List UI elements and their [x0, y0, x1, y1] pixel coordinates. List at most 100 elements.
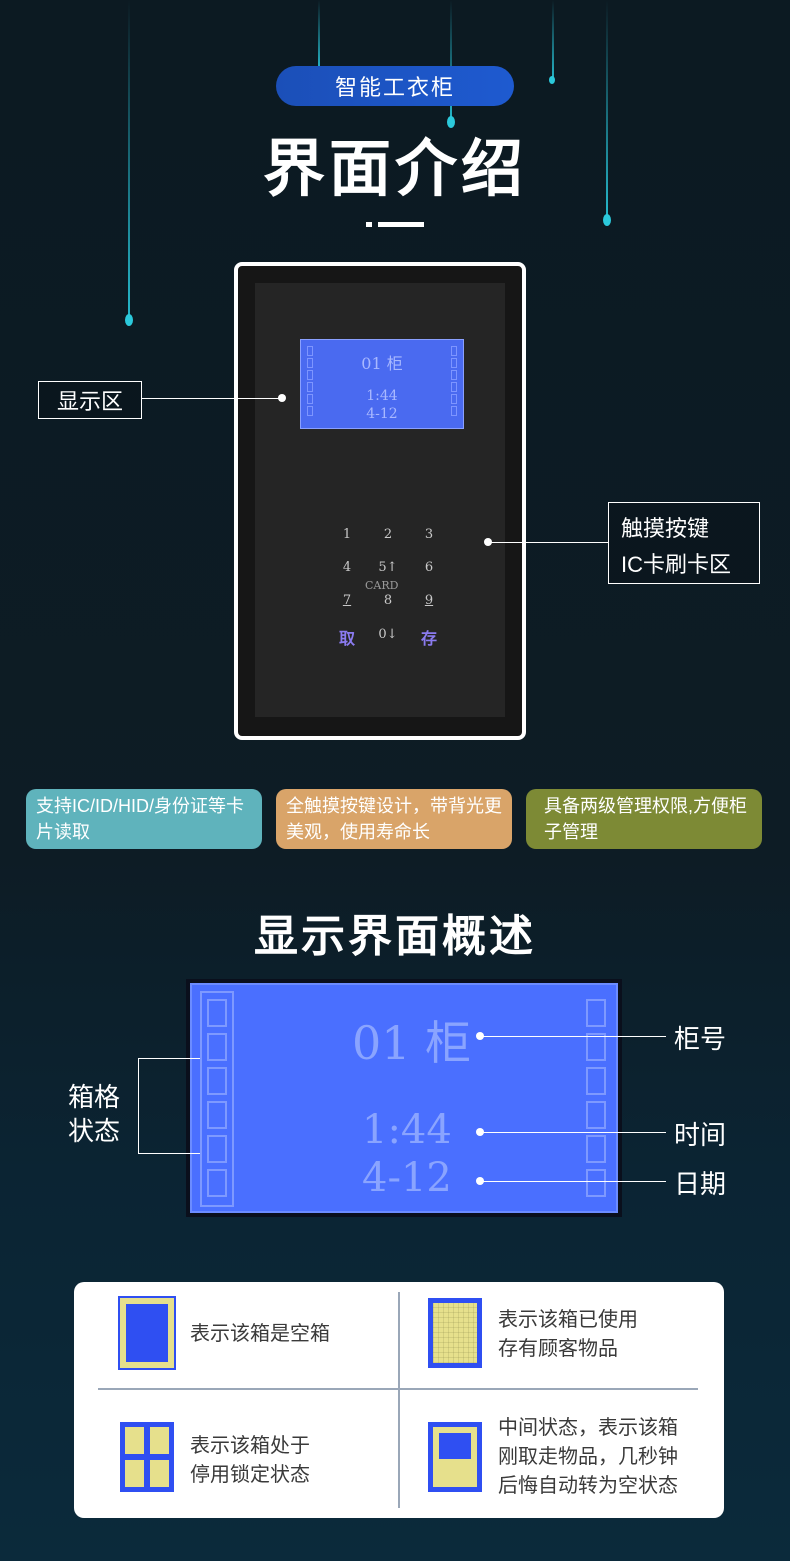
decor-drop-line: [318, 0, 320, 70]
callout-dot: [278, 394, 286, 402]
locker-device-panel: 01 柜 1:44 4-12 1 2 3 4 5↑ 6 CARD 7 8 9 取…: [234, 262, 526, 740]
legend-line: 表示该箱处于: [190, 1435, 310, 1457]
key-8[interactable]: 8: [383, 593, 393, 608]
callout-leader-line: [141, 398, 281, 399]
bracket-bottom: [138, 1153, 200, 1154]
label-box-status-line2: 状态: [68, 1116, 121, 1146]
callout-dot: [476, 1177, 484, 1185]
store-button[interactable]: 存: [420, 631, 437, 648]
legend-line: 中间状态，表示该箱: [498, 1417, 678, 1439]
box-cell-icon: [451, 406, 457, 416]
box-status-legend: 表示该箱是空箱 表示该箱已使用 存有顾客物品 表示该箱处于 停用锁定状态 中间状…: [74, 1282, 724, 1518]
callout-dot: [476, 1032, 484, 1040]
title-underline-dot: [366, 222, 372, 227]
empty-box-icon: [118, 1296, 176, 1370]
box-cell-icon: [207, 1067, 227, 1095]
card-reader-label: CARD: [365, 579, 399, 592]
box-cell-icon: [207, 1101, 227, 1129]
mini-time: 1:44: [366, 388, 398, 404]
box-cell-icon: [307, 358, 313, 368]
key-7[interactable]: 7: [342, 593, 352, 608]
box-cell-icon: [307, 394, 313, 404]
decor-drop-line: [128, 0, 130, 318]
key-4[interactable]: 4: [342, 560, 352, 575]
box-cell-icon: [307, 346, 313, 356]
locked-box-icon: [120, 1422, 174, 1492]
title-underline: [378, 222, 424, 227]
lcd-box-status-left: [207, 999, 227, 1197]
box-cell-icon: [207, 1169, 227, 1197]
legend-line: 表示该箱已使用: [498, 1309, 638, 1331]
lcd-cabinet-number: 01 柜: [352, 1016, 472, 1070]
feature-badge-touch-keys: 全触摸按键设计，带背光更美观，使用寿命长: [276, 789, 512, 849]
display-screen: 01 柜 1:44 4-12: [300, 339, 464, 429]
transition-box-icon: [428, 1422, 482, 1492]
box-cell-icon: [207, 999, 227, 1027]
legend-divider-vertical: [398, 1292, 400, 1508]
box-cell-icon: [586, 1067, 606, 1095]
feature-badge-admin-levels: 具备两级管理权限,方便柜子管理: [526, 789, 762, 849]
box-cell-icon: [451, 394, 457, 404]
legend-line: 停用锁定状态: [190, 1464, 310, 1486]
legend-line: 表示该箱是空箱: [190, 1323, 330, 1345]
mini-box-status-right: [451, 346, 457, 416]
mini-cabinet-number: 01 柜: [361, 354, 403, 373]
decor-drop-dot: [447, 116, 455, 128]
legend-divider-horizontal: [98, 1388, 698, 1390]
label-date: 日期: [674, 1169, 727, 1199]
callout-leader-line: [482, 1181, 666, 1182]
label-cabinet-number: 柜号: [674, 1024, 727, 1054]
callout-dot: [484, 538, 492, 546]
legend-text-empty: 表示该箱是空箱: [190, 1320, 330, 1349]
decor-drop-line: [450, 0, 452, 120]
legend-text-used: 表示该箱已使用 存有顾客物品: [498, 1306, 638, 1364]
box-cell-icon: [586, 1169, 606, 1197]
bracket-side: [138, 1058, 139, 1154]
box-cell-icon: [586, 1033, 606, 1061]
key-5[interactable]: 5↑: [378, 560, 398, 575]
key-6[interactable]: 6: [424, 560, 434, 575]
legend-line: 存有顾客物品: [498, 1338, 618, 1360]
transition-inner-fill: [439, 1433, 471, 1459]
used-box-icon: [428, 1298, 482, 1368]
legend-line: 后悔自动转为空状态: [498, 1475, 678, 1497]
box-cell-icon: [207, 1033, 227, 1061]
key-2[interactable]: 2: [383, 527, 393, 542]
mini-box-status-left: [307, 346, 313, 416]
page-title: 界面介绍: [262, 135, 527, 204]
box-cell-icon: [207, 1135, 227, 1163]
lcd-time: 1:44: [362, 1107, 452, 1153]
callout-leader-line: [490, 542, 608, 543]
decor-drop-line: [552, 0, 554, 80]
bracket-top: [138, 1058, 200, 1059]
label-time: 时间: [674, 1120, 727, 1150]
legend-text-locked: 表示该箱处于 停用锁定状态: [190, 1432, 310, 1490]
category-pill: 智能工衣柜: [276, 66, 514, 106]
callout-leader-line: [482, 1036, 666, 1037]
lock-cross-horizontal: [125, 1454, 169, 1460]
take-button[interactable]: 取: [338, 631, 355, 648]
box-cell-icon: [307, 382, 313, 392]
box-cell-icon: [451, 358, 457, 368]
callout-leader-line: [482, 1132, 666, 1133]
decor-drop-dot: [603, 214, 611, 226]
decor-drop-line: [606, 0, 608, 216]
callout-display-area: 显示区: [38, 381, 142, 419]
device-face: 01 柜 1:44 4-12 1 2 3 4 5↑ 6 CARD 7 8 9 取…: [255, 283, 505, 717]
box-cell-icon: [586, 999, 606, 1027]
decor-drop-dot: [125, 314, 133, 326]
callout-touch-keys-label: 触摸按键: [621, 516, 710, 541]
key-9[interactable]: 9: [424, 593, 434, 608]
box-cell-icon: [451, 370, 457, 380]
key-0[interactable]: 0↓: [378, 627, 398, 642]
key-1[interactable]: 1: [342, 527, 352, 542]
callout-ic-card-label: IC卡刷卡区: [621, 552, 732, 577]
box-cell-icon: [586, 1101, 606, 1129]
box-cell-icon: [586, 1135, 606, 1163]
box-status-group-outline: [200, 991, 234, 1207]
legend-line: 刚取走物品，几秒钟: [498, 1446, 678, 1468]
key-3[interactable]: 3: [424, 527, 434, 542]
callout-dot: [476, 1128, 484, 1136]
box-cell-icon: [451, 382, 457, 392]
callout-touch-keys: 触摸按键 IC卡刷卡区: [608, 502, 760, 584]
